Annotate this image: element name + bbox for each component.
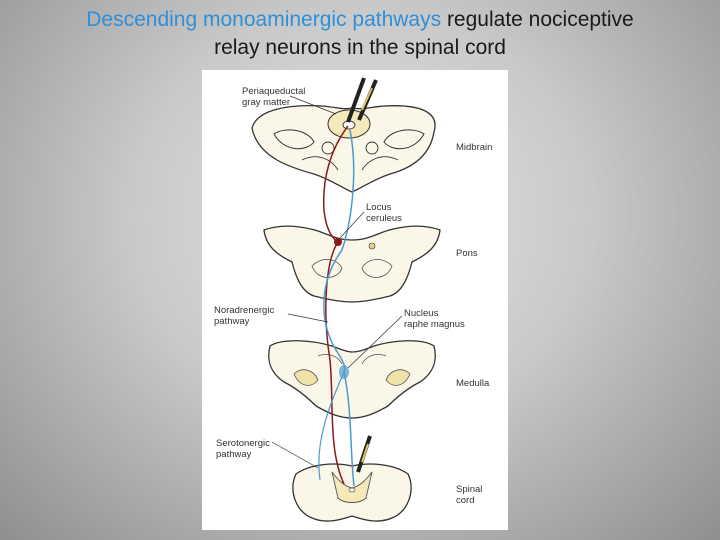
spinal-electrode-tip	[361, 443, 369, 463]
pag-electrodes	[346, 77, 378, 123]
leader-noradrenergic	[287, 313, 329, 323]
pons-section	[263, 225, 441, 303]
label-raphe-2: raphe magnus	[404, 319, 465, 330]
pons-outline	[263, 225, 441, 303]
pons-nucleus-left	[311, 259, 343, 278]
pons-nucleus-right	[361, 259, 393, 278]
serotonergic-branch	[318, 371, 345, 481]
olive-right	[385, 369, 411, 386]
label-locus-1: Locus	[366, 202, 392, 213]
midbrain-outline	[251, 104, 436, 193]
neuroanatomy-figure: Periaqueductal gray matter Midbrain Locu…	[202, 70, 508, 530]
title-highlight: Descending monoaminergic pathways	[86, 8, 442, 31]
leader-serotonergic	[271, 441, 319, 469]
label-noradrenergic-1: Noradrenergic	[214, 305, 274, 316]
label-pons: Pons	[456, 248, 478, 259]
leader-locus	[339, 211, 365, 239]
label-midbrain: Midbrain	[456, 142, 492, 153]
label-medulla: Medulla	[456, 378, 490, 389]
leader-raphe	[347, 315, 403, 369]
electrode-1	[346, 77, 366, 123]
noradrenergic-pathway-line	[322, 125, 349, 485]
label-locus-2: ceruleus	[366, 213, 402, 224]
red-nucleus-left	[321, 141, 335, 155]
medulla-section	[268, 340, 436, 419]
title-rest: regulate nociceptive	[441, 8, 634, 31]
red-nucleus-right	[365, 141, 379, 155]
spinal-gray-matter	[331, 471, 373, 503]
central-canal	[348, 487, 356, 493]
spinal-electrode	[356, 435, 372, 473]
label-spinal-2: cord	[456, 495, 474, 506]
electrode-tip	[361, 87, 373, 111]
midbrain-peduncle-right	[361, 156, 399, 171]
spinal-cord-section	[292, 463, 412, 522]
slide-title: Descending monoaminergic pathways regula…	[0, 6, 720, 62]
pons-dot	[368, 242, 376, 250]
label-raphe-1: Nucleus	[404, 308, 439, 319]
midbrain-peduncle-left	[301, 156, 339, 171]
label-serotonergic-2: pathway	[216, 449, 252, 460]
label-noradrenergic-2: pathway	[214, 316, 250, 327]
medulla-outline	[268, 340, 436, 419]
serotonergic-pathway-line	[323, 129, 355, 487]
midbrain-tract-left	[273, 129, 315, 150]
medulla-tract-right	[361, 354, 387, 365]
leader-pag	[289, 95, 337, 115]
midbrain-section	[251, 104, 436, 193]
label-spinal-1: Spinal	[456, 484, 482, 495]
label-serotonergic-1: Serotonergic	[216, 438, 270, 449]
medulla-tract-left	[317, 354, 343, 365]
label-periaqueductal-1: Periaqueductal	[242, 86, 305, 97]
olive-left	[293, 369, 319, 386]
title-line2: relay neurons in the spinal cord	[214, 36, 506, 59]
pathway-diagram: Periaqueductal gray matter Midbrain Locu…	[214, 77, 492, 522]
label-periaqueductal-2: gray matter	[242, 97, 290, 108]
midbrain-tract-right	[383, 129, 425, 150]
